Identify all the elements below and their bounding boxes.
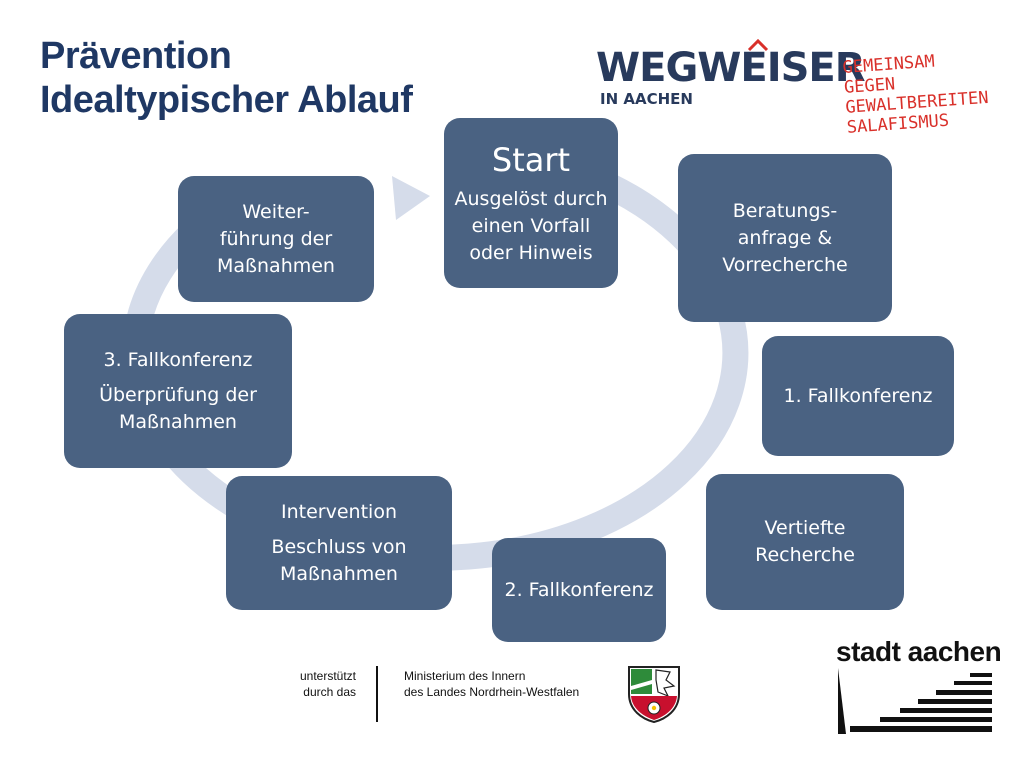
- cycle-arrow-head: [392, 176, 430, 220]
- step-recherche: Vertiefte Recherche: [706, 474, 904, 610]
- step-beratung-text: Beratungs-anfrage & Vorrecherche: [722, 199, 848, 276]
- step-intervention-heading: Intervention: [281, 500, 397, 523]
- step-fallkonferenz-2: 2. Fallkonferenz: [492, 538, 666, 642]
- ministry-line-1: Ministerium des Innern: [404, 669, 526, 683]
- signpost-arrow-icon: [747, 38, 769, 52]
- step-intervention: Intervention Beschluss von Maßnahmen: [226, 476, 452, 610]
- stadt-aachen-graphic: [838, 668, 992, 734]
- support-line-1: unterstützt: [299, 669, 356, 683]
- nrw-crest-icon: [628, 666, 680, 724]
- step-start: Start Ausgelöst durch einen Vorfall oder…: [444, 118, 618, 288]
- ministry-line-2: des Landes Nordrhein-Westfalen: [404, 685, 580, 699]
- step-fallkonferenz-1: 1. Fallkonferenz: [762, 336, 954, 456]
- step-fallkonferenz-1-text: 1. Fallkonferenz: [783, 384, 933, 407]
- step-beratung: Beratungs-anfrage & Vorrecherche: [678, 154, 892, 322]
- support-line-2: durch das: [303, 685, 356, 699]
- step-weiterfuehrung-text: Weiter-führung der Maßnahmen: [217, 200, 335, 277]
- wegweiser-wordmark: WEGWEISER: [596, 45, 866, 91]
- step-recherche-text: Vertiefte Recherche: [755, 517, 855, 566]
- step-start-text: Ausgelöst durch einen Vorfall oder Hinwe…: [454, 187, 608, 264]
- stadt-aachen-wordmark: stadt aachen: [836, 636, 1002, 667]
- wegweiser-logo: WEGWEISER IN AACHEN: [596, 38, 866, 114]
- step-fallkonferenz-3: 3. Fallkonferenz Überprüfung der Maßnahm…: [64, 314, 292, 468]
- ministry-text: Ministerium des Innern des Landes Nordrh…: [404, 668, 579, 700]
- title-line-1: Prävention: [40, 35, 232, 77]
- step-fallkonferenz-2-text: 2. Fallkonferenz: [504, 578, 654, 601]
- wegweiser-slogan: GEMEINSAM GEGEN GEWALTBEREITEN SALAFISMU…: [842, 48, 997, 138]
- step-intervention-text: Beschluss von Maßnahmen: [271, 535, 407, 585]
- support-text: unterstützt durch das: [288, 668, 356, 700]
- step-weiterfuehrung: Weiter-führung der Maßnahmen: [178, 176, 374, 302]
- step-start-heading: Start: [491, 140, 571, 179]
- title-line-2: Idealtypischer Ablauf: [40, 79, 413, 121]
- page-title: Prävention Idealtypischer Ablauf: [40, 34, 413, 122]
- step-fallkonferenz-3-text: Überprüfung der Maßnahmen: [99, 383, 257, 433]
- wegweiser-subline: IN AACHEN: [600, 90, 693, 108]
- step-fallkonferenz-3-heading: 3. Fallkonferenz: [103, 348, 253, 371]
- footer-divider: [376, 666, 378, 722]
